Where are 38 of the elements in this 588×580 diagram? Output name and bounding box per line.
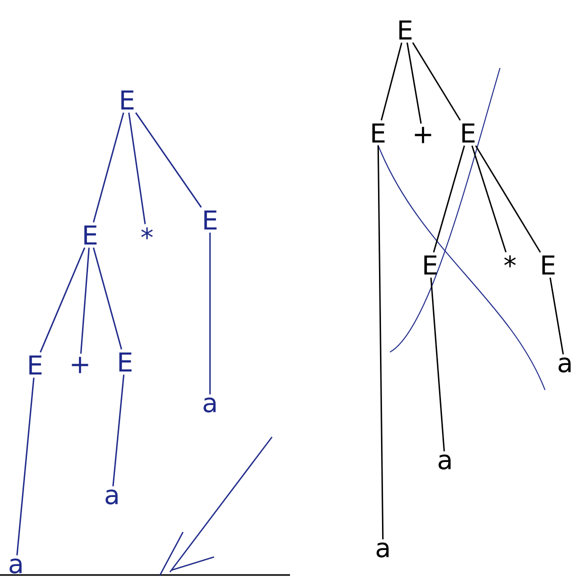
tree-branch (135, 112, 202, 208)
tree-symbol: E (399, 20, 412, 40)
tree-branch (430, 278, 445, 452)
tree-symbol: * (504, 255, 516, 268)
tree-symbol: a (376, 542, 389, 558)
tree-branch (412, 42, 461, 121)
tree-symbol: a (438, 454, 451, 470)
tree-branch (209, 232, 211, 394)
tree-branch (92, 247, 122, 350)
tree-symbol: a (558, 358, 571, 372)
tree-symbol: E (424, 256, 437, 274)
tree-symbol: a (204, 398, 216, 412)
tree-branch (112, 374, 124, 486)
tree-symbol: E (84, 226, 97, 244)
tree-symbol: E (462, 124, 475, 142)
tree-symbol: + (72, 356, 88, 374)
tree-branch (432, 145, 466, 253)
tree-branch (380, 42, 402, 120)
tree-symbol: E (29, 356, 42, 374)
tree-symbol: E (542, 256, 555, 274)
tree-symbol: E (372, 124, 385, 142)
tree-symbol: + (414, 126, 432, 144)
tree-symbol: * (141, 227, 153, 240)
tree-branch (40, 247, 86, 353)
tree-branch (406, 42, 422, 124)
tree-branch (377, 146, 384, 540)
tree-symbol: a (10, 558, 22, 574)
tree-symbol: a (106, 490, 118, 504)
tree-branch (92, 112, 124, 222)
tree-branch (16, 378, 34, 556)
tree-branch (471, 145, 507, 252)
tree-branch (128, 112, 146, 224)
tree-symbol: E (204, 210, 217, 230)
tree-symbol: E (119, 352, 132, 372)
tree-branch (475, 145, 541, 253)
tree-branch (80, 248, 90, 354)
tree-branch (549, 278, 564, 354)
tree-symbol: E (121, 90, 134, 110)
